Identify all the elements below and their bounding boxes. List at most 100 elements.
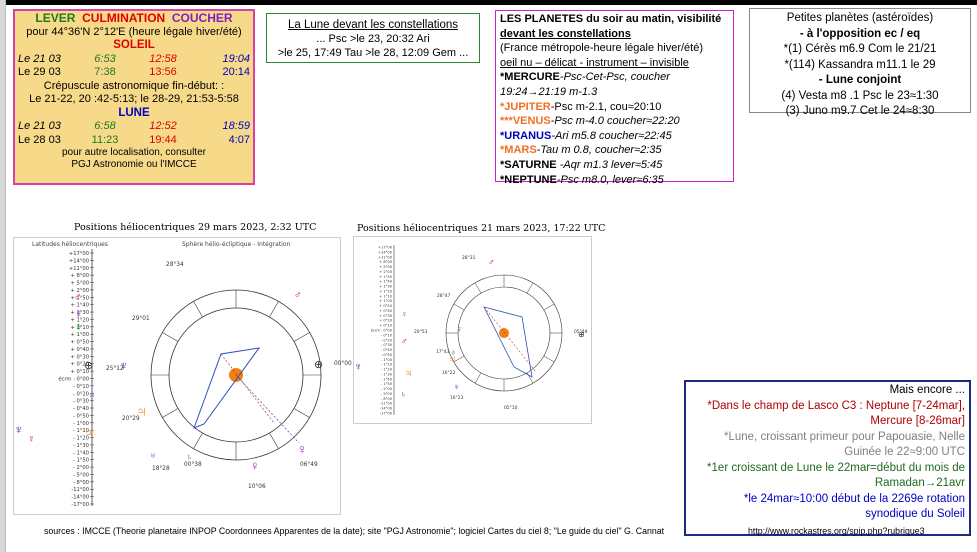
planet-star: * [500,100,505,113]
asteroides-sub2: - Lune conjoint [818,74,902,86]
planet-info: -Ari m5.8 coucher≈22:45 [551,129,672,142]
earth-symbol-lat: ♁ [74,319,83,333]
venus-symbol-bottom: ♀ [250,458,260,473]
footer-line-2: PGJ Astronomie ou l'IMCCE [71,159,197,170]
mars-symbol-lat: ♂ [401,336,408,346]
latitude-tick: - 1°20 [73,436,89,442]
longitude-label: 10°06 [248,484,266,490]
chart1-orbit-lines [193,347,261,429]
left-margin-bar [0,0,6,552]
latitude-tick: + 0°20 [71,362,90,368]
wheel-spoke [162,408,179,418]
longitude-label: 00°38 [184,462,202,468]
planet-name: MARS [504,144,537,157]
latitude-tick: +17°00 [378,246,393,250]
row-date: Le 28 03 [18,133,61,146]
encore-rotation: *le 24mar≈10:00 début de la 2269e rotati… [743,492,965,521]
lune-const-line2: >le 25, 17:49 Tau >le 28, 12:09 Gem ... [277,47,469,59]
latitude-tick: -11°00 [380,402,393,406]
lune-const-line1: ... Psc >le 23, 20:32 Ari [316,33,430,45]
row-lever: 6:53 [94,52,116,65]
latitude-tick: -17°00 [380,412,393,416]
latitude-tick: + 8°00 [379,260,393,264]
latitude-tick: + 0°50 [71,340,90,346]
latitude-tick: +17°00 [69,251,89,257]
header-lever: LEVER [35,11,76,25]
asteroid-juno: (3) Juno m9.7 Cet le 24≈8:30 [785,105,935,117]
chart1-svg: Latitudes héliocentriques Sphère hélio-é… [14,241,352,508]
planet-neptune: *NEPTUNE-Psc m8.0, lever≈6:35 [500,173,733,188]
mercury-symbol-lat: ☿ [28,434,35,444]
planetes-title: LES PLANETES du soir au matin, visibilit… [500,13,722,25]
planet-info: -Aqr m1.3 lever≈5:45 [556,158,663,171]
latitude-tick: + 0°30 [71,354,90,360]
row-date: Le 21 03 [18,52,61,65]
chart1-dashed-line [220,353,275,424]
chart2-latitude-ticks: +17°00+14°00+11°00+ 8°00+ 5°00+ 2°00+ 1°… [371,246,393,416]
uranus-symbol: ♅ [454,384,459,391]
latitude-tick: - 1°10 [381,363,393,367]
latitude-tick: + 0°40 [71,347,90,353]
wheel-spoke [193,301,203,318]
longitude-label: 17°43 [436,349,450,355]
lune-row: Le 28 03 11:23 19:44 4:07 [15,134,253,148]
latitude-tick: + 0°40 [379,309,393,313]
planet-uranus: *URANUS-Ari m5.8 coucher≈22:45 [500,129,733,144]
latitude-tick: + 1°30 [71,310,90,316]
latitude-tick: - 1°00 [381,358,393,362]
latitude-tick: + 0°50 [379,304,393,308]
row-culm: 12:58 [149,52,177,65]
chart1-dashed-line-2 [235,374,300,444]
jupiter-symbol: ♃ [136,403,147,420]
jupiter-symbol-lat: ♃ [404,366,413,380]
latitude-tick: écrm : 0°00 [371,329,393,333]
row-culm: 19:44 [149,133,177,146]
latitude-tick: + 1°50 [71,295,90,301]
planet-star: * [500,173,505,186]
latitude-tick: - 0°30 [381,343,393,347]
planet-info: -Psc-Cet-Psc, coucher [559,71,670,84]
venus-symbol: ♀ [456,324,463,334]
planet-venus: ***VENUS-Psc m-4.0 coucher≈22:20 [500,114,733,129]
latitude-tick: +14°00 [378,250,393,254]
longitude-label: 29°01 [132,316,150,322]
wheel-spoke [269,432,279,449]
row-lever: 11:23 [91,133,119,146]
wheel-spoke [453,303,465,311]
latitude-tick: + 2°00 [379,270,393,274]
latitude-tick: - 1°30 [381,372,393,376]
saturn-symbol: ♄ [186,452,193,462]
longitude-label: 05°10 [504,405,518,411]
longitude-label: 06°49 [300,462,318,468]
crepuscule-title: Crépuscule astronomique fin-début: : [43,79,225,92]
latitude-tick: - 0°50 [73,413,89,419]
row-culm: 13:56 [149,66,177,78]
planet-info: -Psc m-2.1, cou≈20:10 [550,100,662,113]
header-coucher: COUCHER [171,11,233,25]
chart1-left-label: Latitudes héliocentriques [32,241,108,248]
planet-saturne: *SATURNE -Aqr m1.3 lever≈5:45 [500,158,733,173]
asteroides-sub1: - à l'opposition ec / eq [799,27,921,40]
latitude-tick: - 0°20 [73,391,89,397]
wheel-spoke [543,303,555,311]
encore-title: Mais encore ... [889,384,965,396]
latitude-tick: -17°00 [71,502,89,508]
latitude-tick: + 1°40 [71,303,90,309]
planet-star: *** [500,115,513,128]
latitude-tick: -14°00 [380,407,393,411]
longitude-label: 18°28 [152,466,170,472]
latitude-tick: - 0°30 [73,399,89,405]
soleil-title: SOLEIL [113,39,155,51]
jupiter-symbol-lat: ♃ [84,425,95,442]
planet-mercure: *MERCURE-Psc-Cet-Psc, coucher [500,70,733,85]
asteroid-ceres: *(1) Cérès m6.9 Com le 21/21 [783,43,937,55]
planet-jupiter: *JUPITER-Psc m-2.1, cou≈20:10 [500,100,733,115]
planet-info: -Psc m8.0, lever≈6:35 [556,173,664,186]
jupiter-symbol: ♃ [448,354,456,366]
source-url[interactable]: http://www.rockastres.org/spip.php?rubri… [748,526,925,536]
planetes-note: (France métropole-heure légale hiver/été… [500,42,703,55]
latitude-tick: - 8°00 [73,480,89,486]
earth-cross-symbol: ⊕ [578,330,585,339]
neptune-symbol: ♆ [119,358,129,373]
sun-moon-box: LEVER CULMINATION COUCHER pour 44°36'N 2… [13,9,255,185]
